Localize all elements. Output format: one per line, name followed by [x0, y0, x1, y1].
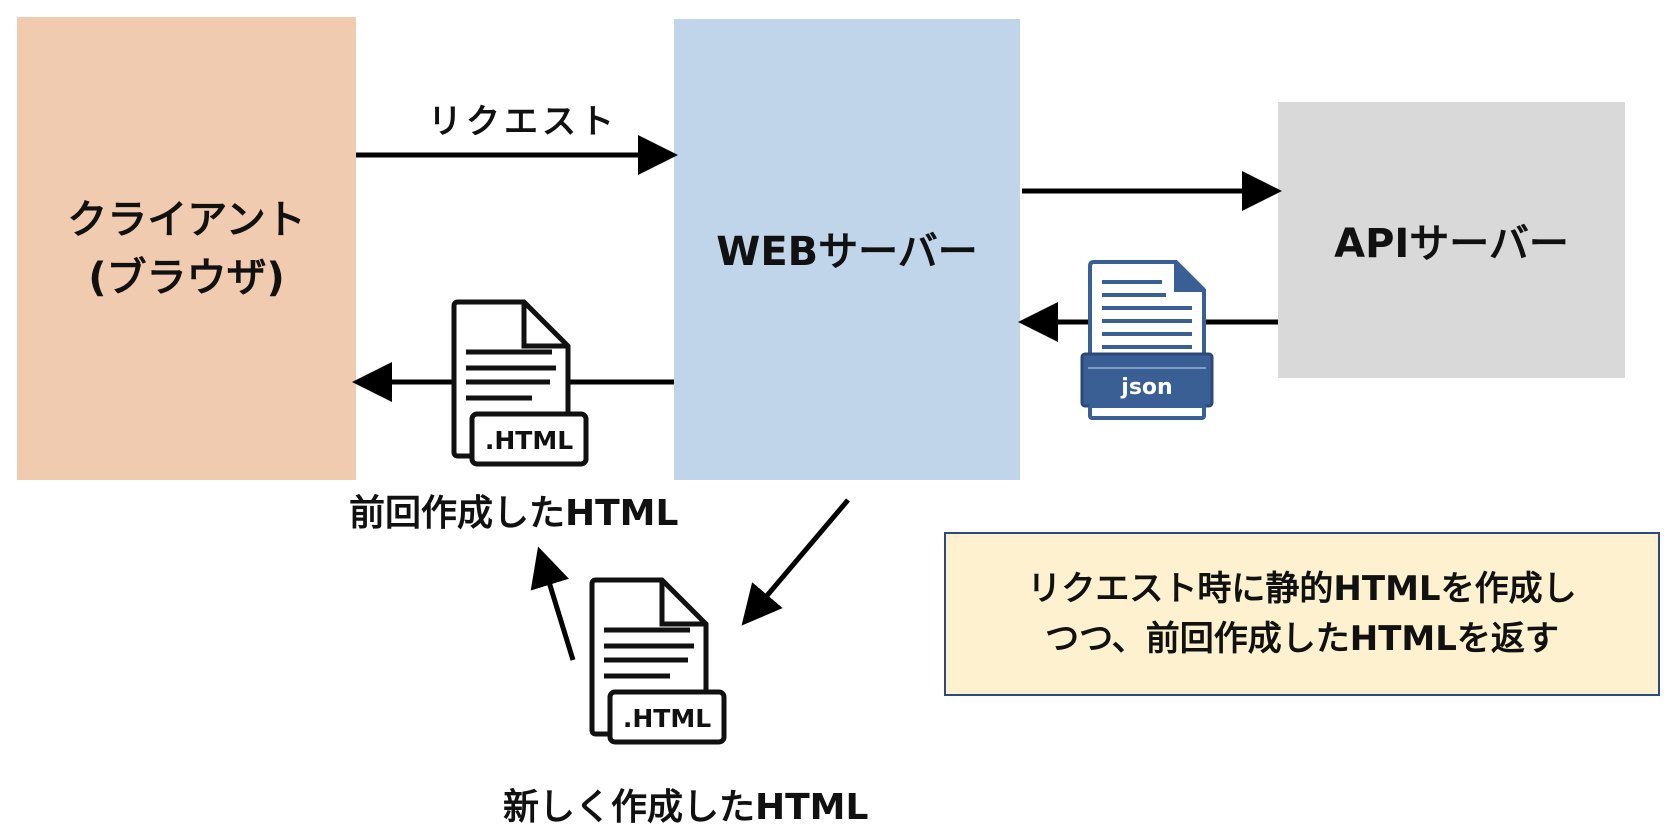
web-server-label: WEBサーバー [716, 229, 978, 275]
json-ext: json [1120, 375, 1172, 400]
request-label: リクエスト [428, 102, 618, 142]
web-to-new-html-arrow [741, 498, 850, 626]
previous-html-ext: .HTML [485, 426, 573, 455]
new-html-doc-icon: .HTML [589, 577, 727, 745]
web-server-box: WEBサーバー [674, 19, 1020, 480]
json-doc-icon: json [1080, 260, 1214, 420]
previous-html-doc-icon: .HTML [451, 299, 589, 467]
client-box: クライアント (ブラウザ) [17, 17, 356, 480]
client-label-line2: (ブラウザ) [88, 254, 285, 301]
new-html-caption: 新しく作成したHTML [503, 787, 869, 828]
previous-html-caption: 前回作成したHTML [349, 493, 679, 534]
note-line2: つつ、前回作成したHTMLを返す [1045, 619, 1559, 659]
note-box: リクエスト時に静的HTMLを作成し つつ、前回作成したHTMLを返す [944, 532, 1660, 696]
api-server-label: APIサーバー [1334, 221, 1569, 267]
client-label-line1: クライアント [67, 196, 306, 243]
api-server-box: APIサーバー [1278, 102, 1625, 378]
new-to-prev-html-arrow [530, 546, 576, 661]
note-line1: リクエスト時に静的HTMLを作成し [1027, 569, 1577, 609]
new-html-ext: .HTML [623, 704, 711, 733]
